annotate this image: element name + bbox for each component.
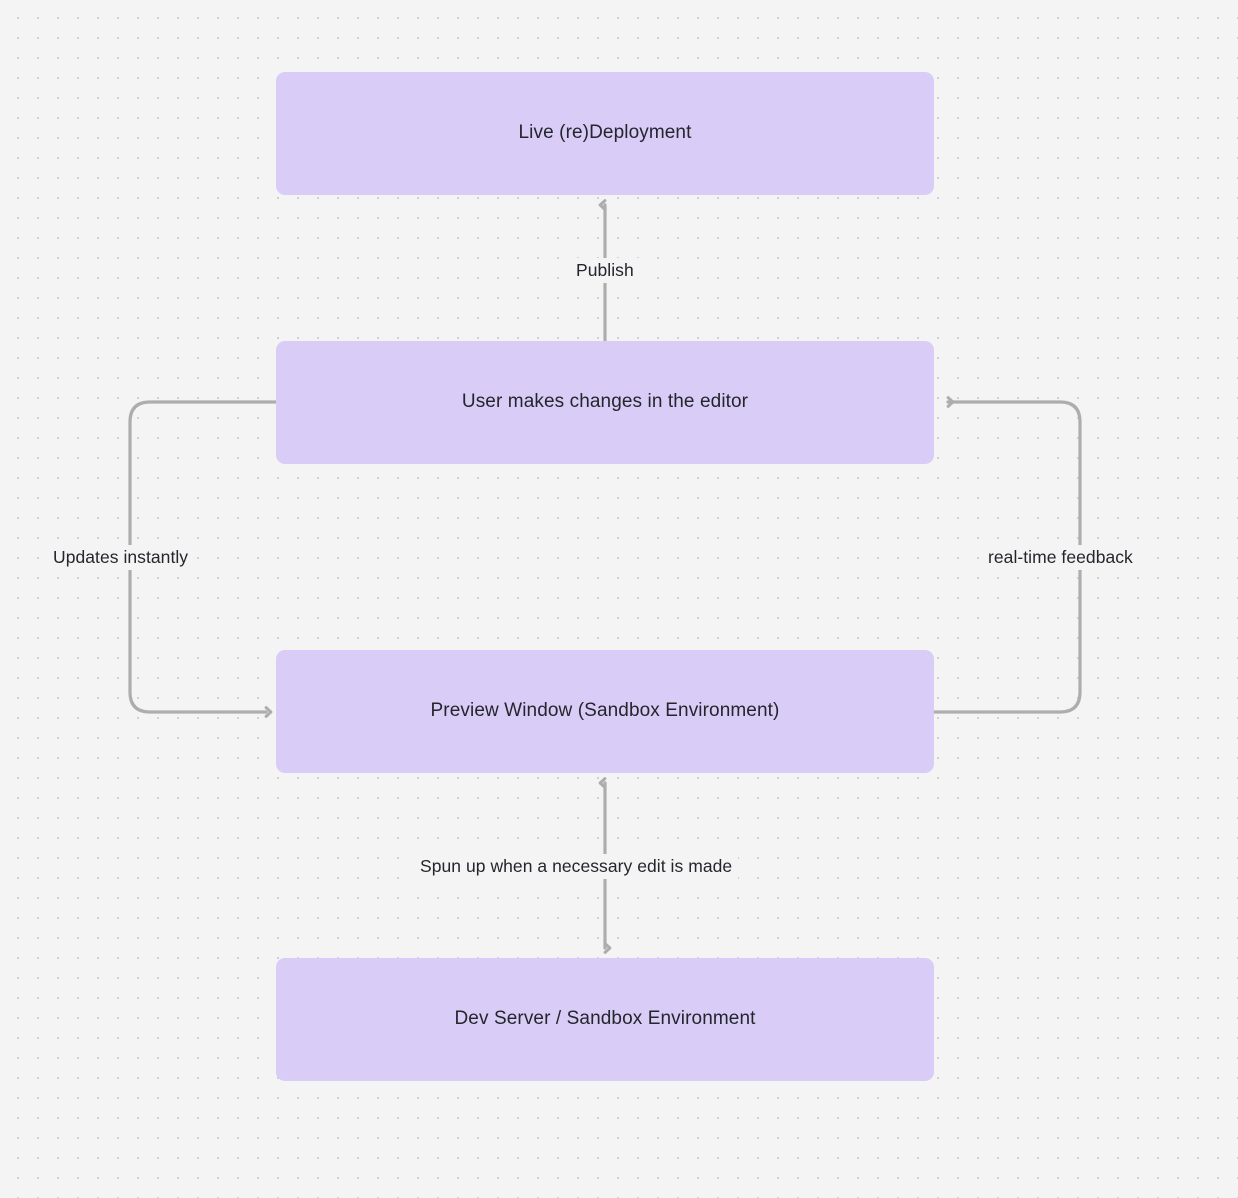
edge-label-spun-up: Spun up when a necessary edit is made (414, 854, 739, 879)
node-dev-server[interactable]: Dev Server / Sandbox Environment (276, 958, 934, 1081)
node-user-makes-changes[interactable]: User makes changes in the editor (276, 341, 934, 464)
node-preview-window[interactable]: Preview Window (Sandbox Environment) (276, 650, 934, 773)
node-live-redeployment[interactable]: Live (re)Deployment (276, 72, 934, 195)
node-dev-server-label: Dev Server / Sandbox Environment (454, 1008, 756, 1030)
edge-label-real-time-feedback: real-time feedback (982, 545, 1139, 570)
node-user-makes-changes-label: User makes changes in the editor (461, 391, 749, 413)
node-live-redeployment-label: Live (re)Deployment (518, 122, 692, 144)
node-preview-window-label: Preview Window (Sandbox Environment) (430, 700, 780, 722)
edge-label-updates-instantly: Updates instantly (47, 545, 195, 570)
edge-label-publish: Publish (570, 258, 640, 283)
